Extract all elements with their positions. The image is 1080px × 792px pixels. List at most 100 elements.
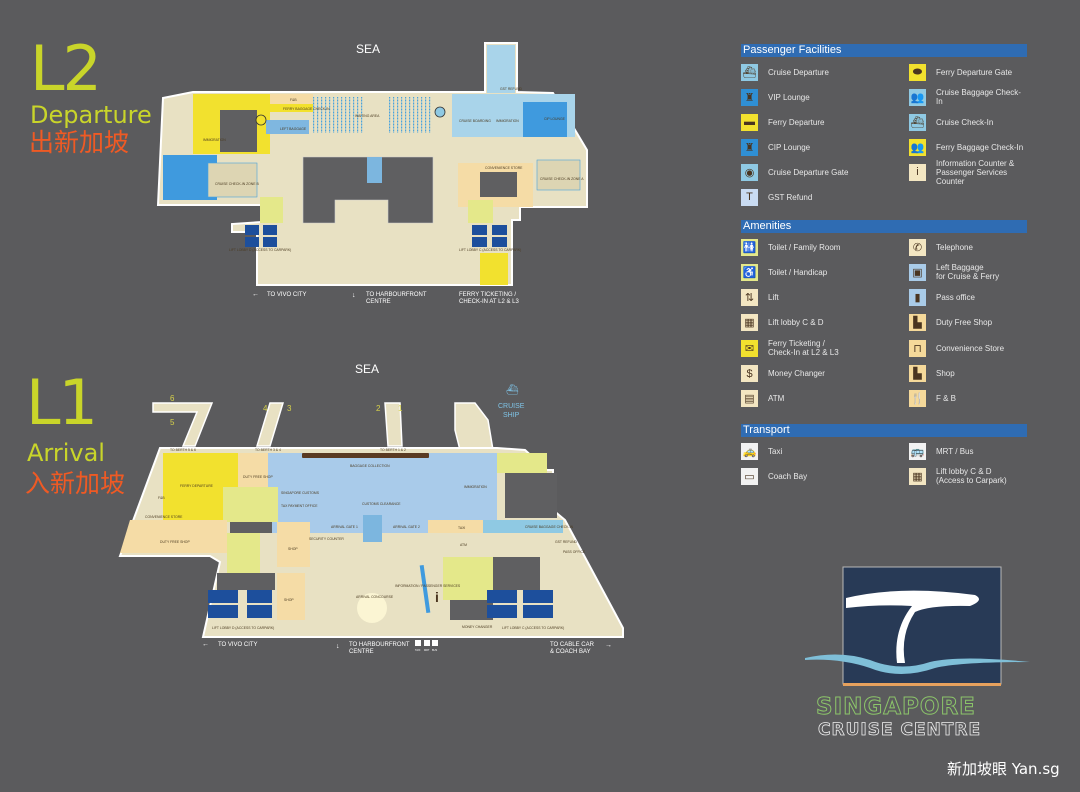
ferry-departure-gate-icon (255, 114, 267, 126)
legend-item: ◉Cruise Departure Gate (741, 162, 848, 182)
l2-floor-plan: WAITING AREA F&B FERRY BAGGAGE CHECK-IN … (156, 42, 588, 305)
ferry-baggage-checkin-icon: 👥 (909, 138, 926, 156)
l2-central-void (302, 156, 434, 224)
legend-transport: Transport 🚕Taxi▭Coach Bay🚌MRT / Bus▦Lift… (741, 424, 1027, 497)
level-l1-name: Arrival (27, 439, 105, 467)
label-singapore-customs: SINGAPORE CUSTOMS (281, 491, 320, 495)
l1-customs-zone (268, 453, 497, 533)
berth-6: 6 (170, 394, 175, 403)
legend-item-label: Left Baggage for Cruise & Ferry (936, 263, 1000, 282)
l2-toilets-left (260, 197, 283, 223)
left-baggage-icon: ▣ (909, 263, 926, 281)
label-fnb: F&B (290, 98, 297, 102)
l1-baggage-belt (302, 453, 429, 458)
l2-ferry-ticketing-2: CHECK-IN AT L2 & L3 (459, 299, 519, 305)
legend-item: ♜ CIP Lounge (741, 137, 810, 157)
l1-toilets-top (223, 487, 278, 522)
legend-item-label: Shop (936, 369, 955, 378)
label-gate2: ARRIVAL GATE 2 (393, 525, 420, 529)
legend-item-label: VIP Lounge (768, 92, 810, 102)
l1-shop-1 (277, 522, 310, 567)
l1-floor-plan: i TO BERTH 5 & 6 TO BERTH 3 & 4 TO BERTH… (118, 362, 624, 655)
atm-icon: ▤ (741, 390, 758, 408)
l1-to-coach-bay: & COACH BAY (550, 649, 591, 655)
label-pass: PASS OFFICE (563, 550, 586, 554)
legend-item-label: Information Counter & Passenger Services… (936, 158, 1015, 186)
legend-item: 🚻Toilet / Family Room (741, 237, 840, 257)
l1-toilets-left (227, 533, 260, 573)
label-lift-c: LIFT LOBBY C (ACCESS TO CARPARK) (459, 248, 521, 252)
label-fnb: F&B (158, 496, 165, 500)
l1-to-harbourfront-2: CENTRE (349, 649, 374, 655)
logo-artwork (805, 566, 1030, 686)
label-berth56: TO BERTH 5 & 6 (170, 448, 196, 452)
label-cip: CIP LOUNGE (544, 117, 566, 121)
l2-to-vivo-city: TO VIVO CITY (267, 292, 307, 298)
cruise-ship-label: CRUISE (498, 403, 525, 410)
ferry-departure-gate-icon: ⬬ (909, 63, 926, 81)
l1-shop-2 (277, 573, 305, 620)
l1-to-cable-car: TO CABLE CAR (550, 642, 595, 648)
level-l1-name-cn: 入新加坡 (25, 469, 126, 498)
l1-info-counter (419, 564, 431, 614)
lift-lobby-carpark-icon: ▦ (909, 467, 926, 485)
label-security: SECURITY COUNTER (309, 537, 344, 541)
l2-sea-label: SEA (356, 42, 380, 56)
ferry-ticketing-icon: ✉ (741, 339, 758, 357)
label-lift-d: LIFT LOBBY D (ACCESS TO CARPARK) (212, 626, 274, 630)
legend-item: 🚌MRT / Bus (909, 441, 974, 461)
l1-cruise-baggage-zone (483, 520, 563, 533)
label-customs: CUSTOMS CLEARANCE (362, 502, 401, 506)
l2-to-harbourfront: TO HARBOURFRONT (366, 292, 427, 298)
legend-item-label: F & B (936, 394, 957, 404)
legend-item-label: MRT / Bus (936, 446, 974, 456)
legend-item: ▙Duty Free Shop (909, 313, 992, 333)
legend-item: 🚕Taxi (741, 441, 782, 461)
legend-item-label: ATM (768, 394, 785, 404)
l2-ferry-baggage-zone (270, 104, 313, 112)
legend-item-label: Ferry Departure (768, 117, 825, 127)
cip-lounge-icon: ♜ (741, 138, 758, 156)
label-concourse: ARRIVAL CONCOURSE (356, 595, 394, 599)
label-shop1: SHOP (288, 547, 298, 551)
l1-to-vivo-city: TO VIVO CITY (218, 642, 258, 648)
level-l2-name-cn: 出新加坡 (29, 128, 130, 157)
ferry-departure-icon: ▬ (741, 113, 758, 131)
berth-2: 2 (376, 404, 381, 413)
legend-item: ▙Shop (909, 364, 955, 384)
label-immigration: IMMIGRATION (203, 138, 226, 142)
label-zone-b: CRUISE CHECK-IN ZONE B (215, 182, 259, 186)
down-arrow-icon: ↓ (336, 643, 340, 650)
berth-4: 4 (263, 404, 268, 413)
legend-item: ⛴Cruise Departure (741, 62, 829, 82)
logo-text-cruise-centre: CRUISE CENTRE (818, 720, 982, 741)
legend-item-label: Toilet / Family Room (768, 242, 841, 252)
label-atm: ATM (460, 543, 467, 547)
label-money: MONEY CHANGER (462, 625, 493, 629)
label-berth12: TO BERTH 1 & 2 (380, 448, 406, 452)
label-waiting-area: WAITING AREA (355, 114, 380, 118)
legend-header: Amenities (741, 220, 1027, 233)
gst-refund-icon: T (741, 188, 758, 206)
l1-duty-free-left (120, 520, 227, 553)
label-lift-c: LIFT LOBBY C (ACCESS TO CARPARK) (502, 626, 564, 630)
right-arrow-icon: → (605, 642, 612, 649)
legend-item: ▤ ATM (741, 389, 784, 409)
legend-item-label: GST Refund (768, 192, 813, 202)
l2-void-right (480, 172, 517, 197)
coach-bay-icon: ▭ (741, 467, 758, 485)
legend-item: T GST Refund (741, 187, 812, 207)
legend-item: 👥Ferry Baggage Check-In (909, 137, 1023, 157)
label-duty-free-top: DUTY FREE SHOP (243, 475, 273, 479)
l2-seating-left (313, 97, 363, 133)
legend-passenger-facilities: Passenger Facilities ⛴Cruise Departure♜V… (741, 44, 1027, 217)
cruise-ship-label-2: SHIP (503, 412, 520, 419)
lift-icon: ⇅ (741, 289, 758, 307)
cruise-departure-icon: ⛴ (741, 63, 758, 81)
label-convenience: CONVENIENCE STORE (485, 166, 523, 170)
legend-item-label: CIP Lounge (768, 142, 811, 152)
cruise-ship-icon: ⛴ (506, 384, 519, 396)
legend-item-label: Lift (768, 293, 779, 303)
logo-text-singapore: SINGAPORE (816, 694, 976, 721)
